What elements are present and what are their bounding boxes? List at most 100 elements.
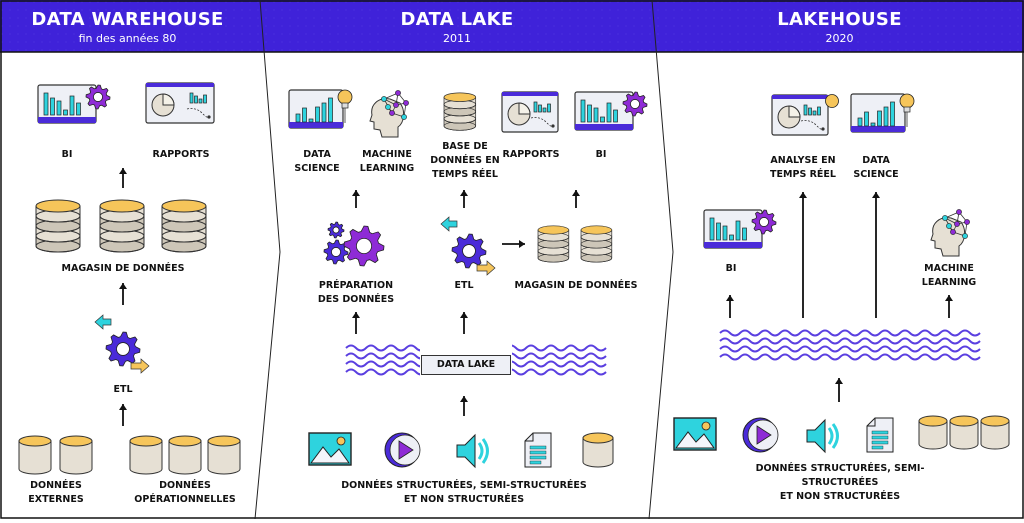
audio-file-icon <box>456 433 489 469</box>
label-data-prep: PRÉPARATION DES DONNÉES <box>317 280 395 305</box>
database-top <box>537 225 570 235</box>
label-data-science: DATA SCIENCE <box>853 155 899 180</box>
bar-mark <box>538 104 542 113</box>
document-file-icon <box>866 417 894 453</box>
arrow-left-icon <box>440 216 458 232</box>
warehouse-db-icon-1 <box>537 225 570 263</box>
bar-mark <box>43 92 49 116</box>
document-file-icon <box>524 432 552 468</box>
head-shape <box>369 98 405 138</box>
audio-file-icon <box>806 418 839 454</box>
arrow-lake-to-analytics <box>799 192 807 318</box>
bar-mark <box>870 122 876 127</box>
database-top <box>161 199 207 213</box>
image-file-icon <box>308 432 352 466</box>
database-top <box>443 92 477 102</box>
label-warehouse: MAGASIN DE DONNÉES <box>61 263 185 274</box>
image-file-icon <box>673 417 717 451</box>
operational-db-icon-1 <box>129 435 163 475</box>
lightbulb-icon <box>337 89 353 105</box>
structured-db-icon-3 <box>980 415 1010 450</box>
bar-mark <box>812 110 817 116</box>
arrow-right-icon <box>476 260 496 276</box>
bar-mark <box>542 107 547 113</box>
bar-mark <box>587 104 592 123</box>
warehouse-db-icon-1 <box>35 199 81 253</box>
bar-mark <box>817 106 821 116</box>
machine-learning-icon <box>369 90 409 138</box>
bar-mark <box>56 100 62 116</box>
bi-icon <box>574 91 648 131</box>
bar-mark <box>877 110 882 127</box>
label-machine-learning: MACHINE LEARNING <box>921 263 977 288</box>
data-science-icon <box>850 93 915 133</box>
structured-db-icon <box>582 432 614 468</box>
database-top <box>580 225 613 235</box>
label-reports: RAPPORTS <box>152 149 210 160</box>
data-science-icon <box>288 89 353 129</box>
bar-mark <box>742 227 747 241</box>
label-sources: DONNÉES STRUCTURÉES, SEMI-STRUCTURÉES ET… <box>341 480 587 505</box>
label-sources: DONNÉES STRUCTURÉES, SEMI-STRUCTURÉES ET… <box>755 463 925 502</box>
reports-icon <box>145 82 215 124</box>
label-realtime-db: BASE DE DONNÉES EN TEMPS RÉEL <box>430 141 500 180</box>
bar-mark <box>808 107 812 116</box>
realtime-db-icon <box>443 92 477 131</box>
header-texture <box>0 0 1024 52</box>
label-realtime-analytics: ANALYSE EN TEMPS RÉEL <box>770 155 836 180</box>
label-operational-data: DONNÉES OPÉRATIONNELLES <box>134 480 236 505</box>
divider-lake-lakehouse <box>648 0 674 520</box>
head-shape <box>930 217 966 257</box>
divider-warehouse-lake <box>254 0 281 520</box>
bi-icon <box>37 84 111 124</box>
operational-db-icon-3 <box>207 435 241 475</box>
panel-subtitle-lake: 2011 <box>443 32 471 45</box>
label-etl: ETL <box>454 280 474 291</box>
database-top <box>35 199 81 213</box>
database-top <box>99 199 145 213</box>
warehouse-db-icon-3 <box>161 199 207 253</box>
bar-mark <box>189 92 194 104</box>
operational-db-icon-2 <box>168 435 202 475</box>
arrow-right-icon <box>130 358 150 374</box>
bar-mark <box>883 106 889 127</box>
bar-mark <box>295 113 301 123</box>
panel-subtitle-lakehouse: 2020 <box>825 32 854 45</box>
arrow-lake-to-prep <box>352 312 360 334</box>
bar-mark <box>63 109 68 116</box>
bar-mark <box>69 95 75 116</box>
panel-title-lakehouse: LAKEHOUSE <box>777 9 902 30</box>
bar-mark <box>533 101 538 113</box>
panel-title-lake: DATA LAKE <box>400 9 514 30</box>
arrow-sources-to-etl <box>119 404 127 426</box>
bar-mark <box>328 97 333 123</box>
arrow-left-icon <box>94 314 112 330</box>
arrow-etl-to-warehouse <box>119 283 127 305</box>
structured-db-icon-2 <box>949 415 979 450</box>
bar-mark <box>803 104 808 116</box>
arrow-lake-to-bi <box>726 295 734 318</box>
bar-mark <box>308 118 314 123</box>
label-etl: ETL <box>113 384 133 395</box>
arrow-warehouse-to-reports <box>572 190 580 208</box>
bar-mark <box>321 102 327 123</box>
bar-mark <box>194 95 198 104</box>
label-external-data: DONNÉES EXTERNES <box>28 480 84 505</box>
external-db-icon-1 <box>18 435 52 475</box>
lightbulb-icon <box>825 94 839 108</box>
arrow-sources-to-lakehouse <box>835 378 843 402</box>
label-reports: RAPPORTS <box>502 149 560 160</box>
bar-mark <box>722 225 728 241</box>
arrow-etl-to-realtime <box>460 190 468 208</box>
video-file-icon <box>384 432 421 468</box>
panel-subtitle-warehouse: fin des années 80 <box>78 32 177 45</box>
label-machine-learning: MACHINE LEARNING <box>359 149 415 174</box>
bar-mark <box>613 109 618 123</box>
arrow-sources-to-lake <box>460 396 468 416</box>
bar-mark <box>50 97 55 116</box>
bar-mark <box>580 99 586 123</box>
bar-mark <box>729 234 734 241</box>
lakehouse-waves <box>719 329 981 361</box>
bar-mark <box>203 94 207 104</box>
